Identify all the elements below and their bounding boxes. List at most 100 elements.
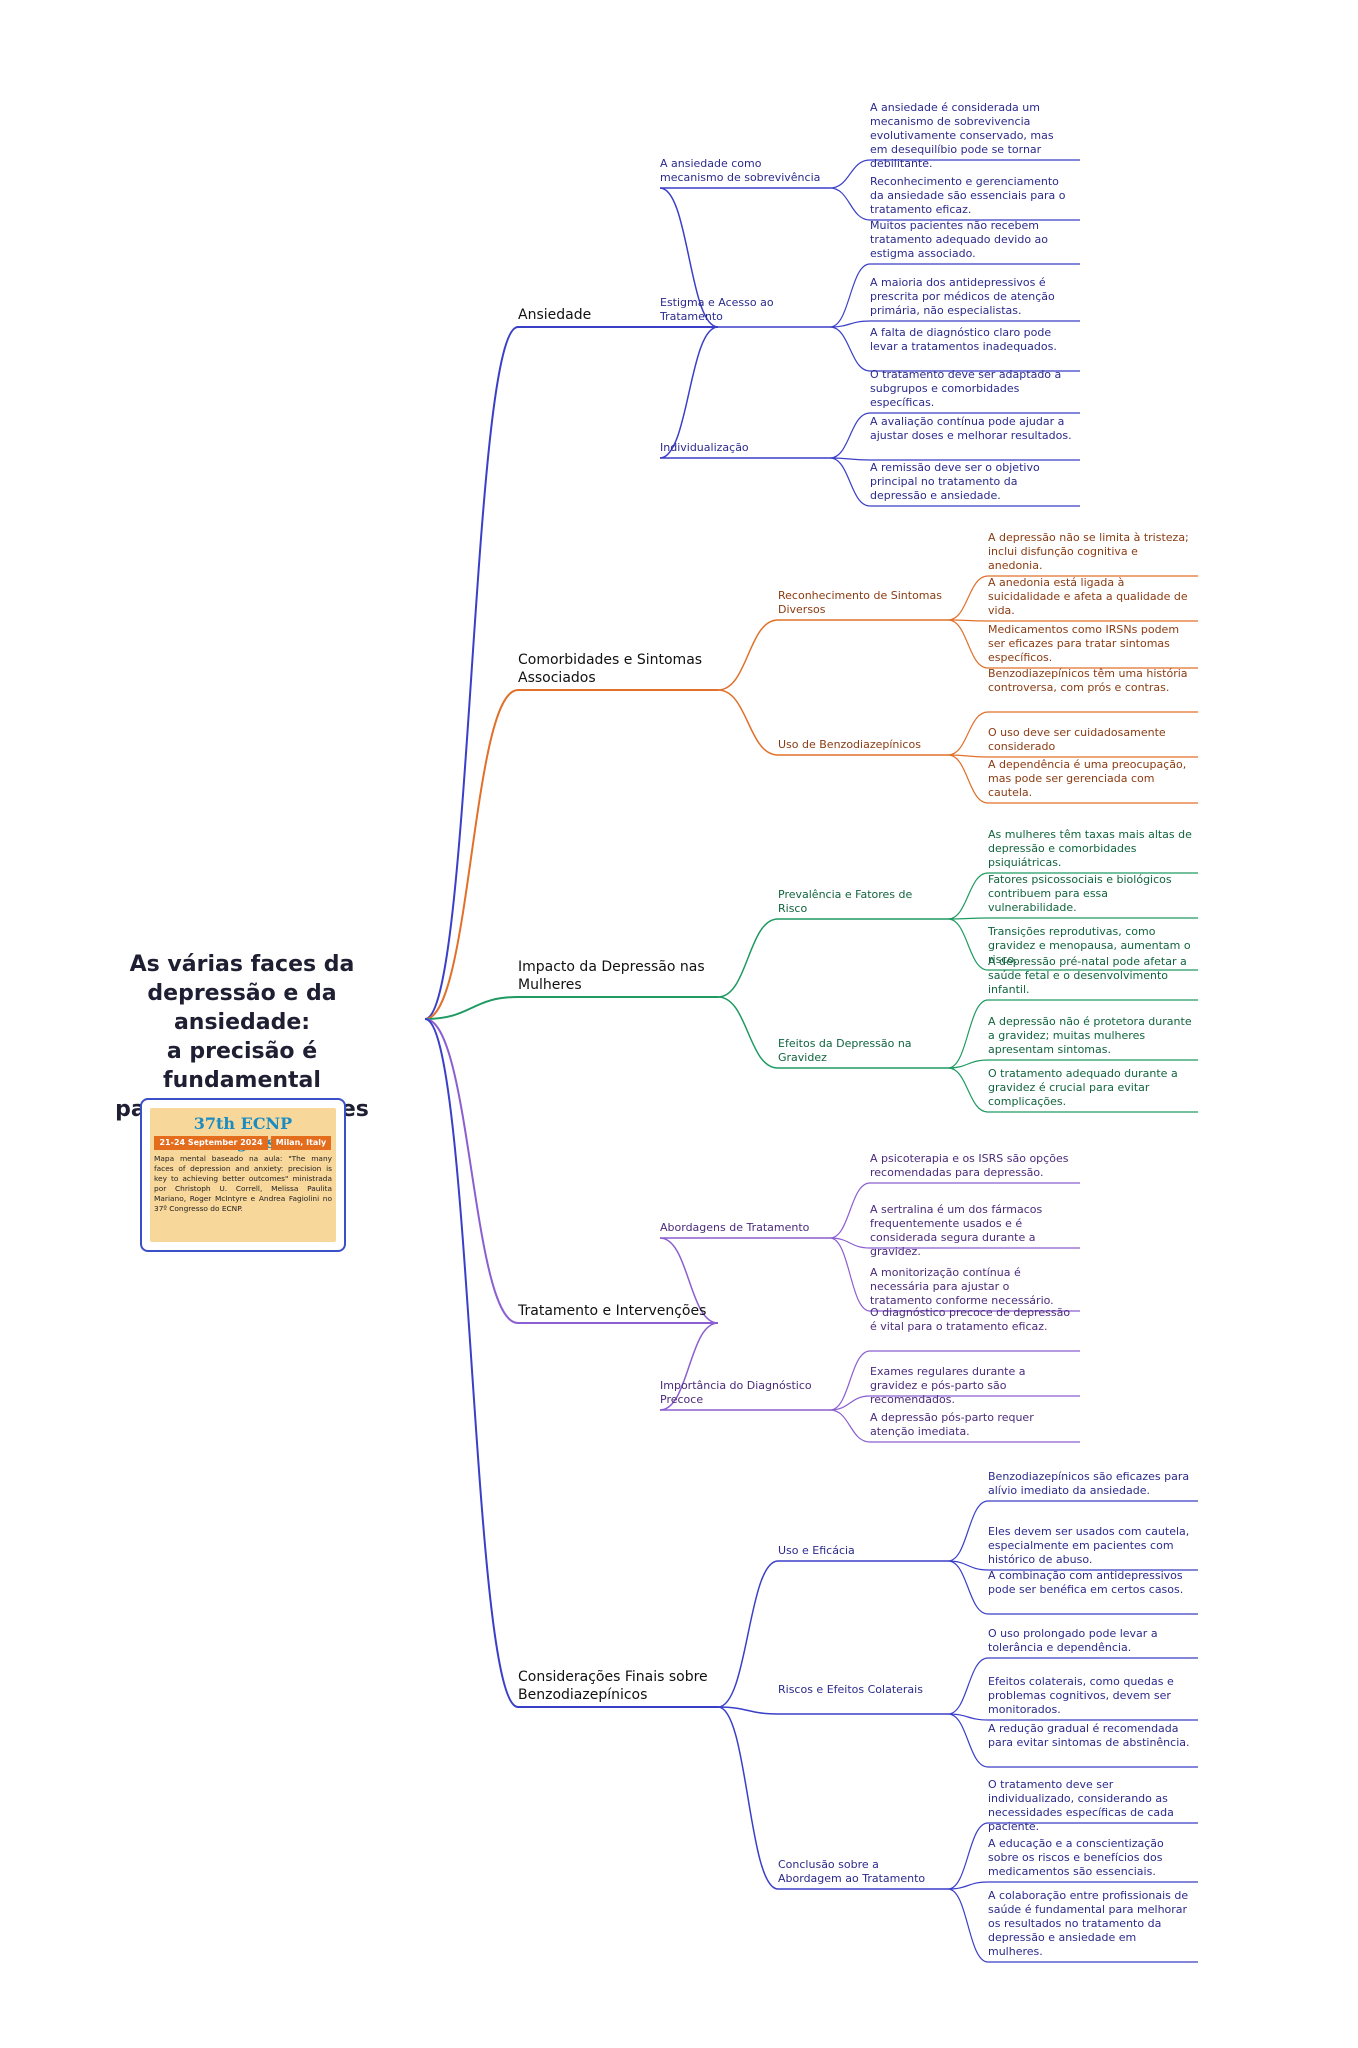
leaf-note: As mulheres têm taxas mais altas de depr… (988, 828, 1192, 869)
subtopic: Uso de Benzodiazepínicos (778, 738, 921, 751)
connector-curve (829, 457, 871, 461)
connector-curve (947, 1059, 989, 1069)
branch-topic: Tratamento e Intervenções (518, 1303, 707, 1319)
connector-curve (947, 1500, 989, 1562)
connector-curve (829, 1237, 871, 1312)
connector-curve (717, 689, 779, 756)
leaf-note: Transições reprodutivas, como gravidez e… (988, 925, 1191, 966)
congress-badge-location: Milan, Italy (271, 1136, 331, 1150)
connector-curve (947, 1067, 989, 1113)
congress-badge-text: Mapa mental baseado na aula: "The many f… (154, 1154, 332, 1213)
connector-curve (717, 1706, 779, 1890)
connector-curve (947, 575, 989, 621)
leaf-note: O uso deve ser cuidadosamente considerad… (988, 726, 1166, 753)
connector-curve (829, 1182, 871, 1239)
connector-curve (947, 1560, 989, 1615)
connector-curve (424, 1018, 519, 1708)
connector-curve (829, 1237, 871, 1249)
leaf-note: A falta de diagnóstico claro pode levar … (870, 326, 1057, 353)
connector-curve (424, 326, 519, 1020)
connector-curve (947, 1713, 989, 1768)
leaf-note: A psicoterapia e os ISRS são opções reco… (870, 1152, 1069, 1179)
subtopic: Reconhecimento de Sintomas Diversos (778, 589, 942, 616)
connector-curve (947, 619, 989, 622)
connector-curve (829, 263, 871, 328)
connector-curve (659, 326, 719, 459)
connector-curve (717, 1560, 779, 1708)
leaf-note: A avaliação contínua pode ajudar a ajust… (870, 415, 1072, 442)
leaf-note: A anedonia está ligada à suicidalidade e… (988, 576, 1188, 617)
leaf-note: A redução gradual é recomendada para evi… (988, 1722, 1190, 1749)
connector-curve (947, 917, 989, 920)
leaf-note: A depressão pós-parto requer atenção ime… (870, 1411, 1034, 1438)
connector-curve (829, 1395, 871, 1411)
subtopic: Prevalência e Fatores de Risco (778, 888, 913, 915)
connector-curve (947, 1881, 989, 1890)
connector-curve (947, 1657, 989, 1715)
subtopic: Uso e Eficácia (778, 1544, 855, 1557)
connector-curve (829, 320, 871, 328)
leaf-note: A ansiedade é considerada um mecanismo d… (870, 101, 1054, 170)
connector-curve (947, 1560, 989, 1571)
connector-curve (947, 711, 989, 756)
connector-curve (947, 999, 989, 1069)
connector-curve (829, 412, 871, 459)
leaf-note: O tratamento deve ser adaptado a subgrup… (870, 368, 1062, 409)
leaf-note: Benzodiazepínicos são eficazes para alív… (988, 1470, 1190, 1497)
leaf-note: Benzodiazepínicos têm uma história contr… (988, 667, 1188, 694)
congress-badge: 37th ECNP Congress 21-24 September 2024 … (140, 1098, 346, 1252)
connector-curve (829, 1350, 871, 1411)
connector-curve (717, 996, 779, 1069)
subtopic: Individualização (660, 441, 749, 454)
connector-curve (829, 326, 871, 372)
connector-curve (947, 754, 989, 758)
connector-curve (947, 918, 989, 971)
leaf-note: Medicamentos como IRSNs podem ser eficaz… (988, 623, 1180, 664)
connector-curve (424, 996, 519, 1020)
subtopic: Estigma e Acesso ao Tratamento (660, 296, 774, 323)
connector-curve (947, 1713, 989, 1721)
subtopic: Riscos e Efeitos Colaterais (778, 1683, 923, 1696)
connector-curve (424, 1018, 519, 1324)
leaf-note: A depressão pré-natal pode afetar a saúd… (988, 955, 1187, 996)
subtopic: Importância do Diagnóstico Precoce (660, 1379, 812, 1406)
congress-badge-panel: 37th ECNP Congress 21-24 September 2024 … (150, 1108, 336, 1242)
connector-curve (947, 619, 989, 669)
leaf-note: O uso prolongado pode levar a tolerância… (988, 1627, 1158, 1654)
connector-curve (829, 187, 871, 221)
connector-curve (829, 159, 871, 189)
connector-curve (717, 619, 779, 691)
branch-topic: Comorbidades e Sintomas Associados (518, 652, 703, 686)
leaf-note: A depressão não se limita à tristeza; in… (988, 531, 1189, 572)
leaf-note: Muitos pacientes não recebem tratamento … (870, 219, 1049, 260)
leaf-note: A maioria dos antidepressivos é prescrit… (870, 276, 1055, 317)
central-title-line: a precisão é fundamental (163, 1039, 321, 1093)
leaf-note: A remissão deve ser o objetivo principal… (870, 461, 1040, 502)
leaf-note: Fatores psicossociais e biológicos contr… (988, 873, 1172, 914)
connector-curve (947, 1888, 989, 1963)
connector-curve (829, 1409, 871, 1443)
connector-curve (829, 457, 871, 507)
branch-topic: Impacto da Depressão nas Mulheres (518, 959, 705, 993)
subtopic: Efeitos da Depressão na Gravidez (778, 1037, 912, 1064)
leaf-note: O diagnóstico precoce de depressão é vit… (870, 1306, 1071, 1333)
leaf-note: A colaboração entre profissionais de saú… (988, 1889, 1189, 1958)
leaf-note: Efeitos colaterais, como quedas e proble… (988, 1675, 1174, 1716)
central-title-line: depressão e da ansiedade: (147, 981, 337, 1035)
connector-curve (947, 872, 989, 920)
leaf-note: Reconhecimento e gerenciamento da ansied… (870, 175, 1066, 216)
leaf-note: Exames regulares durante a gravidez e pó… (870, 1365, 1026, 1406)
leaf-note: Eles devem ser usados com cautela, espec… (988, 1525, 1190, 1566)
connector-curve (717, 1706, 779, 1715)
branch-topic: Considerações Finais sobre Benzodiazepín… (518, 1669, 708, 1703)
leaf-note: A combinação com antidepressivos pode se… (988, 1569, 1184, 1596)
congress-badge-date: 21-24 September 2024 (154, 1136, 268, 1150)
subtopic: Abordagens de Tratamento (660, 1221, 810, 1234)
leaf-note: A depressão não é protetora durante a gr… (988, 1015, 1192, 1056)
leaf-note: O tratamento adequado durante a gravidez… (988, 1067, 1178, 1108)
leaf-note: A monitorização contínua é necessária pa… (870, 1266, 1054, 1307)
connector-curve (717, 918, 779, 998)
leaf-note: A dependência é uma preocupação, mas pod… (988, 758, 1187, 799)
connector-curve (947, 1822, 989, 1890)
